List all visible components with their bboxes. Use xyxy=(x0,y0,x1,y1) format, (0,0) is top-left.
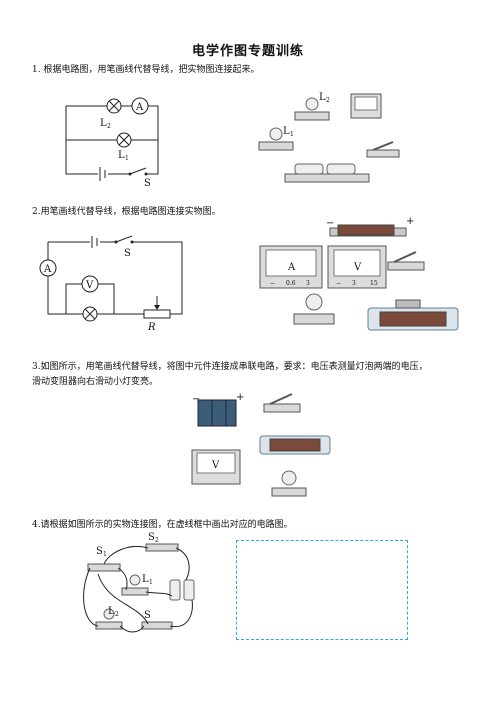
label-L2: L xyxy=(100,118,107,129)
ammeter-06: 0.6 xyxy=(286,280,296,287)
battery-minus: − xyxy=(192,394,200,405)
q3-physical-components: − + V xyxy=(191,392,331,497)
phys-label-L1-sub: 1 xyxy=(290,131,294,138)
phys-label-L1: L xyxy=(283,126,290,137)
q2-physical-components: − + A − 0.6 3 V − 3 15 xyxy=(259,216,459,331)
q2-circuit-diagram: S A V R xyxy=(39,235,183,333)
voltmeter-minus: − xyxy=(336,280,341,287)
question-3-text-line2: 滑动变阻器向右滑动小灯变亮。 xyxy=(32,377,159,387)
q4-label-S1: S xyxy=(96,546,103,557)
q4-label-S1-sub: 1 xyxy=(103,551,107,558)
label-L2-sub: 2 xyxy=(107,123,111,130)
q4-label-L2: L xyxy=(108,606,115,617)
label-L1: L xyxy=(118,150,125,161)
question-4-text: 4.请根据如图所示的实物连接图，在虚线框中画出对应的电路图。 xyxy=(32,520,293,530)
phys-label-L2-sub: 2 xyxy=(326,97,330,104)
ammeter-minus: − xyxy=(270,280,275,287)
question-2-text: 2.用笔画线代替导线，根据电路图连接实物图。 xyxy=(32,207,221,217)
phys-label-L2: L xyxy=(319,92,326,103)
q4-label-L1: L xyxy=(142,574,149,585)
q4-label-L2-sub: 2 xyxy=(115,611,119,618)
ammeter-3: 3 xyxy=(306,280,310,287)
q1-physical-components: L 2 L 1 xyxy=(258,92,400,183)
voltmeter-15: 15 xyxy=(370,280,378,287)
label-S: S xyxy=(144,178,151,189)
q4-label-S3: S xyxy=(144,610,151,621)
q2-label-R: R xyxy=(147,322,156,333)
q4-label-S2: S xyxy=(148,532,155,543)
q1-circuit-diagram: A L 2 L 1 S xyxy=(65,97,159,189)
battery-plus: + xyxy=(236,392,244,403)
voltmeter-face: V xyxy=(353,262,362,273)
label-L1-sub: 1 xyxy=(125,155,129,162)
voltmeter-3: 3 xyxy=(352,280,356,287)
q4-label-L1-sub: 1 xyxy=(149,579,153,586)
q2-ammeter-label: A xyxy=(43,264,52,275)
question-3-text-line1: 3.如图所示，用笔画线代替导线，将图中元件连接成串联电路，要求：电压表测量灯泡两… xyxy=(32,362,428,372)
ammeter-face: A xyxy=(287,262,296,273)
q3-voltmeter-face: V xyxy=(211,460,220,471)
ammeter-label: A xyxy=(135,102,144,113)
rheostat-plus: + xyxy=(406,216,414,227)
answer-dashed-box[interactable] xyxy=(236,540,408,640)
rheostat-minus: − xyxy=(326,218,334,229)
q4-label-S2-sub: 2 xyxy=(155,537,159,544)
q2-label-S: S xyxy=(124,248,131,259)
q4-physical-circuit: S 1 S 2 L 1 L 2 S xyxy=(83,532,195,633)
q2-voltmeter-label: V xyxy=(85,280,94,291)
question-1-text: 1. 根据电路图，用笔画线代替导线，把实物图连接起来。 xyxy=(32,65,260,75)
page-title: 电学作图专题训练 xyxy=(191,44,304,59)
